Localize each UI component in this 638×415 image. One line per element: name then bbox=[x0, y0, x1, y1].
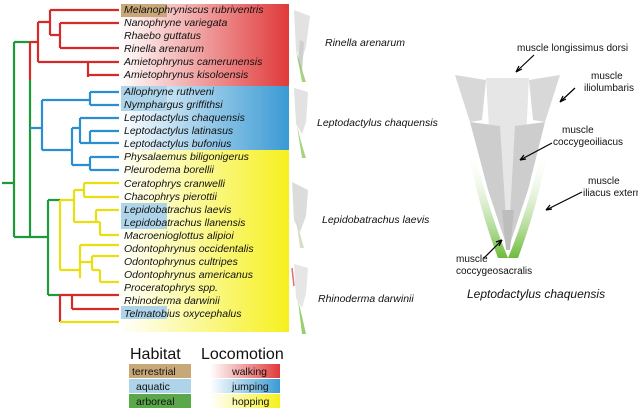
species-label: Melanophryniscus rubriventris bbox=[124, 4, 264, 16]
species-label: Proceratophrys spp. bbox=[124, 282, 218, 294]
pelvis-thumb-lepidobatrachus bbox=[292, 182, 308, 248]
pelvis-thumb-rhinoderma bbox=[291, 264, 308, 334]
species-label: Odontophrynus cultripes bbox=[124, 256, 239, 268]
pelvis-example-label: Rinella arenarum bbox=[325, 37, 405, 49]
pelvis-detail bbox=[455, 75, 560, 258]
species-label: Nanophryne variegata bbox=[124, 17, 227, 29]
species-label: Chacophrys pierottii bbox=[124, 191, 217, 203]
species-label: Leptodactylus latinasus bbox=[124, 125, 234, 137]
label-iliolumbaris-line2: iliolumbaris bbox=[584, 83, 634, 94]
species-label: Ceratophrys cranwelli bbox=[124, 178, 226, 190]
pelvis-example-label: Lepidobatrachus laevis bbox=[322, 214, 430, 226]
pelvis-example-label: Rhinoderma darwinii bbox=[318, 293, 414, 305]
label-coccygeoiliacus-line1: muscle bbox=[562, 125, 594, 136]
muscle-iliolumbaris-right bbox=[529, 75, 560, 122]
legend-arboreal-swatch bbox=[129, 394, 191, 408]
species-label: Telmatobius oxycephalus bbox=[124, 308, 242, 320]
legend-hopping-label: hopping bbox=[232, 396, 270, 408]
habitat-tags bbox=[121, 4, 167, 319]
muscle-coccygeoiliacus-left bbox=[470, 122, 508, 250]
label-arrows bbox=[483, 54, 583, 259]
species-label: Leptodactylus bufonius bbox=[124, 138, 232, 150]
label-longissimus-dorsi: muscle longissimus dorsi bbox=[517, 43, 628, 54]
muscle-iliacus-externus-left bbox=[470, 150, 508, 258]
legend-walking-swatch bbox=[210, 364, 280, 378]
legend-hopping-swatch bbox=[210, 394, 280, 408]
pelvis-thumb-rinella bbox=[294, 10, 310, 82]
legend-walking-label: walking bbox=[231, 366, 267, 378]
muscle-coccygeoiliacus-right bbox=[508, 122, 545, 250]
species-label: Amietophrynus kisoloensis bbox=[123, 69, 249, 81]
pelvis-thumbnails bbox=[291, 10, 310, 334]
species-label: Odontophrynus occidentalis bbox=[124, 243, 254, 255]
pelvis-example-label: Leptodactylus chaquensis bbox=[317, 117, 439, 129]
legend-aquatic-label: aquatic bbox=[136, 381, 170, 393]
legend-terrestrial-swatch bbox=[129, 364, 191, 378]
species-label: Rinella arenarum bbox=[124, 43, 204, 55]
species-label: Rhaebo guttatus bbox=[124, 30, 202, 42]
species-label: Macroenioglottus alipioi bbox=[124, 230, 234, 242]
hopping-band bbox=[119, 150, 289, 332]
legend-jumping-swatch bbox=[210, 379, 280, 393]
walking-band bbox=[119, 4, 289, 86]
muscle-iliolumbaris-left bbox=[455, 75, 486, 122]
legend-jumping-label: jumping bbox=[231, 381, 269, 393]
legend-arboreal-label: arboreal bbox=[136, 396, 175, 408]
label-iliolumbaris-line1: muscle bbox=[591, 71, 623, 82]
phylogeny-tree bbox=[2, 8, 119, 324]
species-label: Allophryne ruthveni bbox=[123, 86, 215, 98]
legend-locomotion-title: Locomotion bbox=[201, 346, 284, 363]
legend-habitat-title: Habitat bbox=[130, 346, 181, 363]
species-label: Rhinoderma darwinii bbox=[124, 295, 220, 307]
pelvis-thumb-leptodactylus bbox=[294, 88, 308, 158]
muscle-iliacus-externus-right bbox=[508, 150, 546, 258]
species-label: Physalaemus biligonigerus bbox=[124, 151, 250, 163]
muscle-coccygeosacralis bbox=[502, 210, 514, 250]
label-coccygeosacralis-line1: muscle bbox=[456, 254, 488, 265]
legend: Habitat Locomotion terrestrial aquatic a… bbox=[129, 346, 284, 408]
species-label: Lepidobatrachus llanensis bbox=[124, 217, 246, 229]
label-coccygeosacralis-line2: coccygeosacralis bbox=[456, 266, 532, 277]
detail-species-title: Leptodactylus chaquensis bbox=[467, 287, 605, 301]
legend-aquatic-swatch bbox=[129, 379, 191, 393]
species-list: Melanophryniscus rubriventris Nanophryne… bbox=[123, 4, 264, 320]
legend-terrestrial-label: terrestrial bbox=[132, 366, 176, 378]
species-label: Odontophrynus americanus bbox=[124, 269, 254, 281]
species-label: Nymphargus griffithsi bbox=[124, 99, 223, 111]
label-iliacus-line1: muscle bbox=[588, 176, 620, 187]
label-coccygeoiliacus-line2: coccygeoiliacus bbox=[553, 137, 623, 148]
species-label: Amietophrynus camerunensis bbox=[123, 56, 263, 68]
species-label: Pleurodema borellii bbox=[124, 164, 215, 176]
label-iliacus-line2: iliacus externus bbox=[583, 188, 638, 199]
species-label: Lepidobatrachus laevis bbox=[124, 204, 232, 216]
species-label: Leptodactylus chaquensis bbox=[124, 112, 246, 124]
